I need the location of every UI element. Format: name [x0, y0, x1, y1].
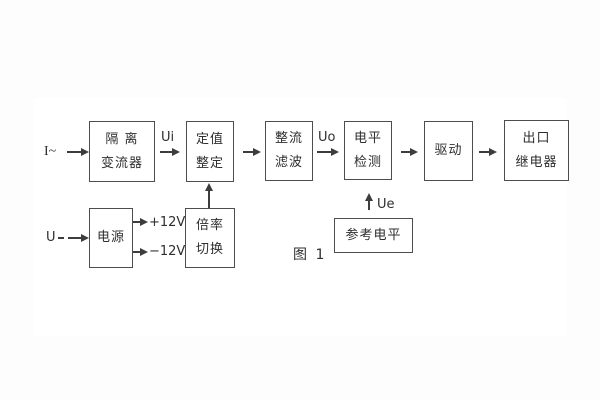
input-current-label: I~: [44, 144, 57, 159]
block-label: 滤波: [274, 155, 303, 170]
block-label: 电源: [96, 230, 125, 245]
block-label: 参考电平: [345, 227, 402, 243]
block-isolation-transformer: 隔 离 变流器: [89, 121, 155, 182]
arrow-right-icon: [67, 148, 89, 155]
line-segment: [58, 237, 64, 239]
signal-ui-label: Ui: [161, 130, 175, 145]
block-output-relay: 出口 继电器: [504, 120, 569, 181]
signal-uo-label: Uo: [318, 130, 336, 145]
rail-minus12v-label: −12V: [149, 244, 186, 259]
block-level-detect: 电平 检测: [344, 121, 392, 180]
arrow-right-icon: [133, 248, 148, 255]
block-drive: 驱动: [424, 121, 473, 181]
block-label: 检测: [353, 154, 382, 170]
figure-caption: 图 1: [293, 247, 327, 263]
arrow-right-icon: [317, 148, 339, 155]
block-label: 继电器: [515, 154, 558, 170]
block-label: 整流: [274, 131, 303, 146]
input-voltage-label: U: [46, 230, 56, 245]
block-reference-level: 参考电平: [334, 218, 413, 253]
block-rectifier-filter: 整流 滤波: [265, 121, 313, 181]
block-multiplier-switch: 倍率 切换: [185, 208, 235, 268]
block-label: 隔 离: [105, 131, 139, 147]
arrow-up-icon: [205, 183, 212, 208]
block-label: 切换: [195, 242, 224, 257]
block-label: 驱动: [434, 143, 463, 158]
arrow-right-icon: [68, 234, 89, 241]
block-label: 整定: [195, 155, 224, 171]
arrow-right-icon: [479, 148, 497, 155]
block-power-supply: 电源: [89, 208, 133, 268]
arrow-right-icon: [401, 148, 418, 155]
block-setpoint-adjust: 定值 整定: [186, 121, 234, 182]
rail-plus12v-label: +12V: [149, 215, 186, 230]
block-label: 出口: [522, 130, 551, 146]
block-label: 倍率: [195, 218, 224, 233]
block-label: 电平: [353, 130, 382, 146]
arrow-up-icon: [365, 193, 372, 210]
block-label: 变流器: [100, 155, 143, 171]
arrow-right-icon: [160, 148, 180, 155]
block-label: 定值: [195, 131, 224, 147]
signal-ue-label: Ue: [377, 197, 395, 212]
arrow-right-icon: [243, 148, 261, 155]
arrow-right-icon: [133, 218, 148, 225]
